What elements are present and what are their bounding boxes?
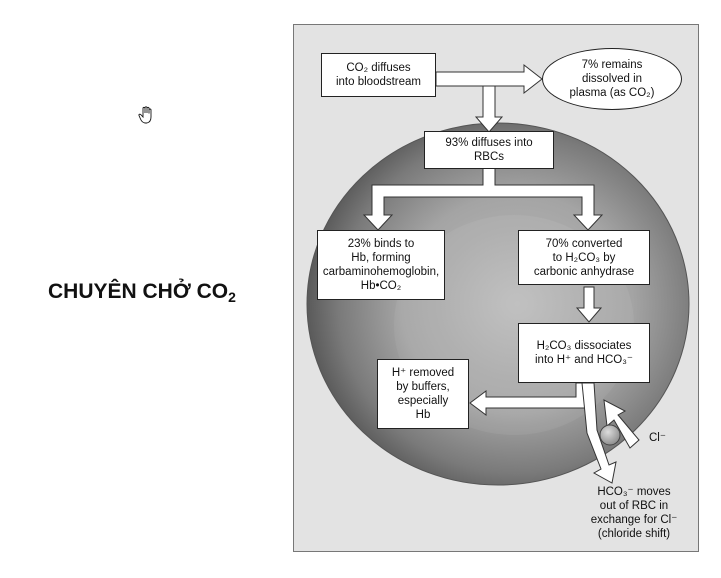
text-chloride-shift: HCO₃⁻ moves out of RBC in exchange for C… xyxy=(590,486,678,540)
arrow-chloride-in xyxy=(603,399,640,449)
arrow-branch xyxy=(362,156,604,231)
arrow-to-rbc xyxy=(474,85,504,133)
arrow-to-dissociation xyxy=(575,286,603,323)
chloride-label: Cl⁻ xyxy=(649,432,666,444)
arrow-to-plasma xyxy=(435,63,543,95)
transporter-circle xyxy=(599,424,621,446)
slide-title: CHUYÊN CHỞ CO2 xyxy=(48,280,236,305)
title-main: CHUYÊN CHỞ CO xyxy=(48,280,229,303)
arrow-bicarbonate-out xyxy=(581,382,617,484)
title-subscript: 2 xyxy=(228,289,236,305)
hand-cursor-icon xyxy=(138,106,152,124)
arrow-to-buffers xyxy=(469,382,589,416)
